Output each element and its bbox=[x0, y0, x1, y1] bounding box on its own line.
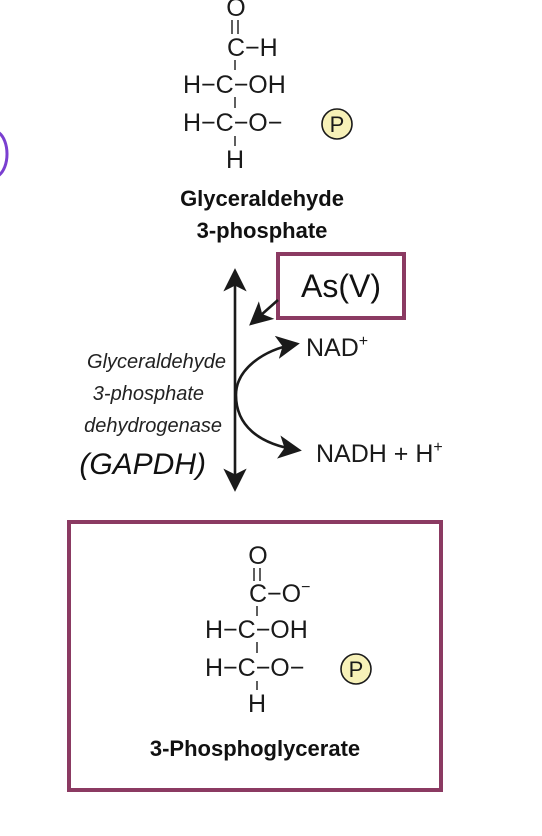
substrate-phosphate-symbol: P bbox=[330, 112, 345, 137]
enzyme-name-line3: dehydrogenase bbox=[84, 415, 222, 437]
nad-plus-label: NAD+ bbox=[306, 333, 368, 362]
substrate-name-line1: Glyceraldehyde bbox=[180, 186, 344, 211]
product-atom-o: O bbox=[248, 542, 267, 570]
substrate-row-middle: H−C−OH bbox=[183, 71, 286, 99]
enzyme-name-line1: Glyceraldehyde bbox=[87, 351, 226, 373]
cofactor-arrow-out bbox=[234, 394, 302, 459]
substrate-atom-h-bottom: H bbox=[226, 146, 244, 174]
product-row-phosphate: H−C−O− bbox=[205, 654, 304, 682]
cofactor-arrow-in bbox=[234, 335, 300, 396]
product-atom-h-bottom: H bbox=[248, 690, 266, 718]
substrate-row-phosphate: H−C−O− bbox=[183, 109, 282, 137]
product-row-middle: H−C−OH bbox=[205, 616, 308, 644]
product-structure: O C−O− H−C−OH H−C−O− P H bbox=[205, 542, 372, 718]
inhibitor-arrow bbox=[249, 299, 279, 326]
product-phosphate-circle bbox=[340, 653, 372, 685]
substrate-row-top: C−H bbox=[227, 34, 278, 62]
substrate-name-line2: 3-phosphate bbox=[197, 218, 328, 243]
product-box bbox=[67, 520, 443, 792]
enzyme-name-line2: 3-phosphate bbox=[93, 383, 204, 405]
edge-arc bbox=[0, 131, 9, 177]
substrate-structure: O C−H H−C−OH H−C−O− P H bbox=[183, 0, 353, 174]
inhibitor-label: As(V) bbox=[301, 268, 381, 304]
inhibitor-box bbox=[276, 252, 406, 320]
enzyme-abbreviation: (GAPDH) bbox=[79, 448, 206, 481]
product-name: 3-Phosphoglycerate bbox=[150, 736, 360, 761]
nadh-label: NADH + H+ bbox=[316, 439, 443, 468]
substrate-atom-o: O bbox=[226, 0, 245, 22]
product-row-top: C−O− bbox=[249, 579, 310, 608]
substrate-phosphate-circle bbox=[321, 108, 353, 140]
product-phosphate-symbol: P bbox=[349, 657, 364, 682]
